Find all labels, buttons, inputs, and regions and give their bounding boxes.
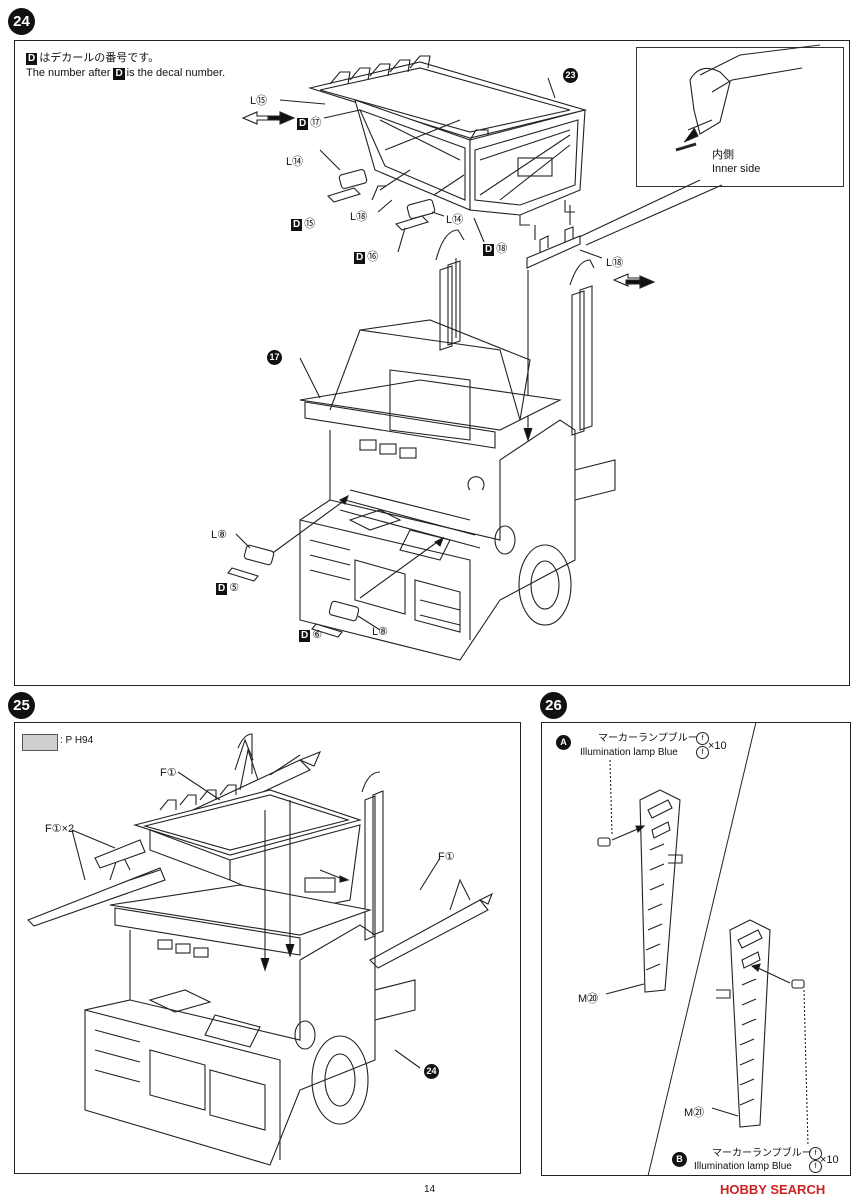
step-number-25: 25 (8, 692, 35, 719)
label-f1b: F① (438, 851, 455, 863)
part-23-marker: 23 (563, 68, 578, 83)
watermark-text: HOBBY SEARCH (720, 1182, 826, 1197)
lamp-label-a-jp: マーカーランプブルー (598, 733, 698, 744)
step-number-26: 26 (540, 692, 567, 719)
part-24-marker: 24 (424, 1064, 439, 1079)
lamp-code-a2: f (695, 746, 709, 759)
decal-marker: D (113, 68, 125, 80)
part-17-marker: 17 (267, 350, 282, 365)
lamp-label-b-en: Illumination lamp Blue (694, 1161, 792, 1172)
lamp-code-b1: f (808, 1147, 822, 1160)
step-26-panel (541, 722, 851, 1176)
label-l15: L⑮ (250, 95, 268, 107)
lamp-label-b-jp: マーカーランプブルー (712, 1148, 812, 1159)
label-l8b: L⑧ (372, 626, 388, 638)
lamp-qty-a: ×10 (708, 740, 727, 752)
label-l14a: L⑭ (286, 156, 304, 168)
label-m20: M⑳ (578, 993, 599, 1005)
inner-side-jp: 内側 (712, 149, 734, 161)
label-l14b: L⑭ (446, 214, 464, 226)
inner-side-en: Inner side (712, 163, 761, 175)
label-l18b: L⑱ (606, 257, 624, 269)
inner-side-inset (636, 47, 844, 187)
lamp-label-a-en: Illumination lamp Blue (580, 747, 678, 758)
step-number-24: 24 (8, 8, 35, 35)
paint-code: : P H94 (60, 735, 94, 746)
paint-swatch (22, 734, 58, 751)
page-number: 14 (424, 1184, 436, 1195)
label-f1a: F① (160, 767, 177, 779)
lamp-code-a1: f (695, 732, 709, 745)
label-l18a: L⑱ (350, 211, 368, 223)
label-f1x2: F①×2 (45, 823, 75, 835)
decal-marker: D (26, 53, 38, 65)
label-m21: M㉑ (684, 1107, 705, 1119)
variant-a-marker: A (556, 735, 571, 750)
lamp-qty-b: ×10 (820, 1154, 839, 1166)
variant-b-marker: B (672, 1152, 687, 1167)
lamp-code-b2: f (808, 1160, 822, 1173)
label-l8a: L⑧ (211, 529, 227, 541)
